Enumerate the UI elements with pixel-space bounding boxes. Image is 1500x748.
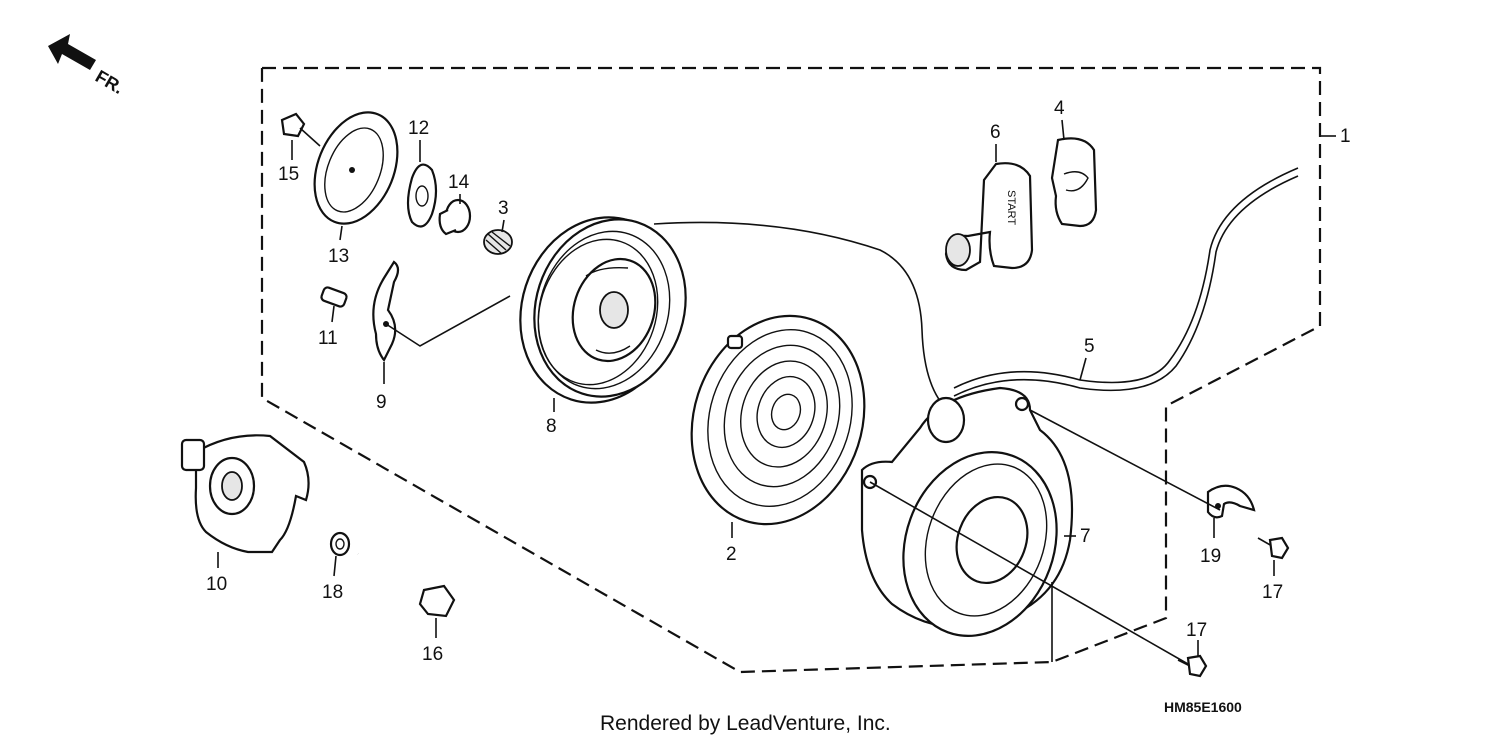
starter-case	[860, 386, 1074, 637]
callout-6: 6	[990, 122, 1001, 143]
callout-10: 10	[206, 574, 227, 595]
front-arrow-icon: FR.	[48, 34, 127, 98]
handle-start-text: START	[1005, 190, 1017, 225]
leader-9-to-reel	[385, 295, 511, 347]
starter-rope-end	[953, 167, 1299, 389]
diagram-code: HM85E1600	[1164, 699, 1242, 715]
ratchet	[372, 260, 400, 363]
front-direction-label: FR.	[92, 66, 127, 98]
callout-12: 12	[408, 118, 429, 139]
ratchet-guide	[406, 163, 438, 228]
callout-8: 8	[546, 416, 557, 437]
starter-reel	[519, 216, 687, 404]
pin	[320, 286, 348, 308]
bolt-17-right	[1257, 536, 1290, 560]
callout-4: 4	[1054, 98, 1065, 119]
callout-7: 7	[1080, 526, 1091, 547]
starter-rope-edge	[953, 175, 1299, 397]
recoil-spring	[690, 314, 866, 526]
callout-11: 11	[318, 328, 338, 349]
bolt-17-bottom	[1177, 654, 1208, 678]
starter-rope	[653, 221, 951, 413]
washer	[329, 531, 351, 557]
starter-grip-handle: START	[944, 162, 1034, 272]
callout-1: 1	[1340, 126, 1351, 147]
starter-pulley	[180, 434, 310, 554]
assembly-boundary	[260, 66, 1322, 674]
callouts: 1 2 3 4 5 6 7 8 9 10 11 12 13 14 15 16 1…	[206, 98, 1351, 665]
grip-cap	[1050, 137, 1098, 228]
callout-ticks	[217, 119, 1275, 656]
bolt-15	[280, 112, 321, 147]
collar	[438, 198, 472, 236]
credit-text: Rendered by LeadVenture, Inc.	[600, 712, 891, 735]
rope-guide-clip	[1206, 484, 1256, 519]
callout-13: 13	[328, 246, 349, 267]
flange-bolt-16	[356, 551, 456, 618]
leader-lines	[869, 357, 1221, 665]
callout-19: 19	[1200, 546, 1221, 567]
callout-9: 9	[376, 392, 387, 413]
callout-3: 3	[498, 198, 509, 219]
callout-5: 5	[1084, 336, 1095, 357]
callout-17-bottom: 17	[1186, 620, 1207, 641]
callout-16: 16	[422, 644, 443, 665]
callout-14: 14	[448, 172, 470, 193]
callout-17-right: 17	[1262, 582, 1283, 603]
cover-plate	[313, 111, 399, 225]
friction-spring	[483, 229, 513, 255]
callout-15: 15	[278, 164, 299, 185]
callout-18: 18	[322, 582, 343, 603]
callout-2: 2	[726, 544, 737, 565]
